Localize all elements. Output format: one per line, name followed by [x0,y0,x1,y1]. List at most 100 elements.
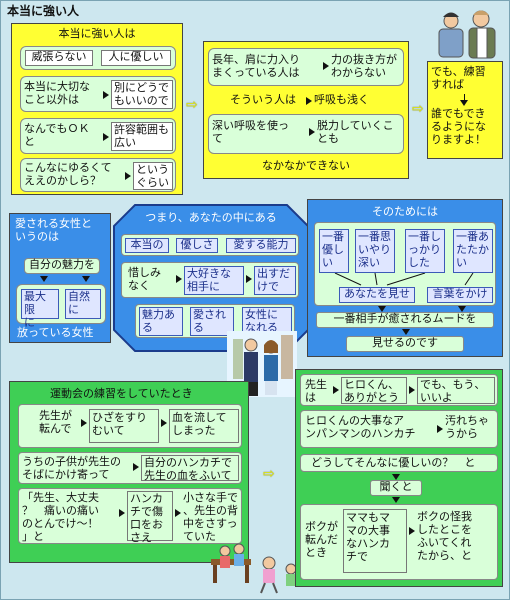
strong-person-panel: 本当に強い人は 威張らない 人に優しい 本当に大切な こと以外は 別にどうで も… [11,23,183,195]
practice-text: でも、練習 すれば [431,65,486,91]
arrow-right-icon [175,509,181,517]
qualities-box: 本当の 優しさ 愛する能力 [121,234,299,256]
arrow-down-icon [460,100,468,106]
teacher-fell-text: 先生が 転んで [39,409,72,435]
flow-arrow-icon: ⇨ [412,101,424,117]
arrow-right-icon [161,419,167,427]
get-dirty-text: 汚れちゃ うから [445,414,489,440]
practice-panel: でも、練習 すれば 誰でもでき るようにな りますよ！ [427,61,503,159]
shoulder-panel: 長年、肩に力入り まくっている人は 力の抜き方が わからない そういう人は 呼吸… [203,41,409,179]
sports-day-panel: 運動会の練習をしていたとき 先生が 転んで ひざをすり むいて 血を流して しま… [9,381,249,563]
charming-text: 魅力あ る [139,307,183,336]
radiating-woman-text: 放っている女性 [17,326,94,339]
qualities-grid: 一番 優し い 一番思 いやり 深い 一番し っかり した 一番あ たたか い … [314,222,496,306]
handkerchief-row: ヒロくんの大事なア ンパンマンのハンカチ 汚れちゃ うから [300,410,498,448]
core-header: つまり、あなたの中にある [145,211,277,224]
important-things-text: 本当に大切な こと以外は [24,80,90,106]
mama-handkerchief-text: ママもマ マの大事 なハンカ チで [343,509,407,573]
give-row: 惜しみ なく 大好きな 相手に 出すだ けで [121,262,299,298]
deep-breath-text: 深い呼吸を使っ て [212,119,289,145]
most-caring-text: 一番思 いやり 深い [355,229,395,273]
ok-row: なんでもＯＫ と 許容範囲も 広い [20,118,176,154]
shoulder-row: 長年、肩に力入り まくっている人は 力の抜き方が わからない [208,48,404,86]
warmest-text: 一番あ たたか い [453,229,493,273]
flow-arrow-icon: ⇨ [186,97,198,113]
show-you-text: あなたを見せ [339,287,415,303]
thank-you-hiro-text: ヒロくん、 ありがとう [341,377,407,404]
healing-mood-text: 一番相手が癒されるムードを [316,312,494,328]
arrow-right-icon [409,386,415,394]
people-talking-illustration [438,10,496,59]
why-kind-row: どうしてそんなに優しいの？ と [300,454,498,472]
when-asked-text: 聞くと [370,480,422,496]
arrow-right-icon [309,128,315,136]
tolerance-text: 許容範囲も 広い [111,122,173,151]
scraped-knee-text: ひざをすり むいて [89,409,159,443]
kindest-text: 一番 優し い [319,229,349,273]
cannot-do-text: なかなかできない [262,159,350,172]
arrow-down-icon [392,474,400,480]
arrow-right-icon [437,425,443,433]
shallow-breath-text: 呼吸も浅く [314,93,369,106]
dont-care-text: 別にどうで もいいので [111,80,173,109]
are-you-ok-text: 「先生、大丈夫 ？ 痛いの痛い のとんでけ～！ 」と [22,491,99,543]
mama-row: ボクが 転んだ とき ママもマ マの大事 なハンカ チで ボクの怪我 したとこを… [300,504,498,580]
arrow-right-icon [125,172,131,180]
beloved-partner-text: 大好きな 相手に [184,266,244,295]
page-title: 本当に強い人 [7,4,80,18]
most-solid-text: 一番し っかり した [405,229,445,273]
strong-person-header: 本当に強い人は [58,27,136,40]
bleeding-text: 血を流して しまった [169,409,239,443]
thats-enough-text: でも、もう、 いいよ [417,377,495,404]
comfort-row: 「先生、大丈夫 ？ 痛いの痛い のとんでけ～！ 」と ハンカ チで傷 口をお さ… [18,488,242,544]
child-ran-text: うちの子供が先生の そばにかけ寄って [22,455,121,481]
speak-words-text: 言葉をかけ [427,287,493,303]
arrow-right-icon [333,386,339,394]
degree-text: という ぐらい [133,162,173,190]
own-charm-text: 自分の魅力を [24,258,100,274]
trait-kind: 人に優しい [101,50,171,66]
ok-text: なんでもＯＫ と [24,122,90,148]
trait-not-arrogant: 威張らない [25,50,93,66]
anpanman-handkerchief-text: ヒロくんの大事なア ンパンマンのハンカチ [305,414,416,440]
arrow-down-icon [402,329,410,335]
relax-unknown-text: 力の抜き方が わからない [331,53,397,79]
press-wound-text: ハンカ チで傷 口をお さえ [127,491,173,544]
arrow-right-icon [306,97,312,105]
why-kind-text: どうしてそんなに優しいの？ と [311,456,476,469]
charm-ways-box: 最大限 に 自然に [16,284,106,329]
arrow-right-icon [119,509,125,517]
loose-row: こんなにゆるくて ええのかしら？ という ぐらい [20,158,176,192]
arrow-right-icon [409,527,415,535]
arrow-right-icon [176,275,182,283]
show-it-text: 見せるのです [346,336,464,352]
wiped-my-wound-text: ボクの怪我 したとこを ふいてくれ たから、と [417,510,472,562]
core-panel: つまり、あなたの中にある 本当の 優しさ 愛する能力 惜しみ なく 大好きな 相… [113,204,309,352]
such-person-text: そういう人は [230,93,296,106]
arrow-down-icon [378,306,386,312]
ability-to-love-text: 愛する能力 [226,238,296,253]
for-that-header: そのためには [372,205,438,218]
thank-you-row: 先生 は ヒロくん、 ありがとう でも、もう、 いいよ [300,374,498,406]
true-text: 本当の [125,238,169,253]
shoulder-text: 長年、肩に力入り まくっている人は [212,53,300,79]
teacher-said-text: 先生 は [305,378,327,404]
anyone-can-text: 誰でもでき るようにな りますよ！ [431,107,486,146]
for-that-panel: そのためには 一番 優し い 一番思 いやり 深い 一番し っかり した 一番あ… [307,199,503,357]
loved-text: 愛され る [190,307,234,336]
when-i-fell-text: ボクが 転んだ とき [305,520,338,559]
deep-breath-row: 深い呼吸を使っ て 脱力していくこ とも [208,114,404,154]
merge-lines [334,273,474,286]
arrow-right-icon [323,62,329,70]
kindness-text: 優しさ [176,238,218,253]
children-illustration [211,543,297,594]
rubbed-back-text: 小さな手で 、先生の背 中をさすっ ていた [183,491,238,543]
flow-arrow-icon: ⇨ [263,466,275,482]
wiped-blood-text: 自分のハンカチで 先生の血をふいて [141,455,239,482]
hiro-panel: 先生 は ヒロくん、 ありがとう でも、もう、 いいよ ヒロくんの大事なア ンパ… [295,369,503,587]
loved-woman-header: 愛される女性と いうのは [15,217,92,243]
arrow-right-icon [133,463,139,471]
arrow-right-icon [103,91,109,99]
important-things-row: 本当に大切な こと以外は 別にどうで もいいので [20,76,176,112]
